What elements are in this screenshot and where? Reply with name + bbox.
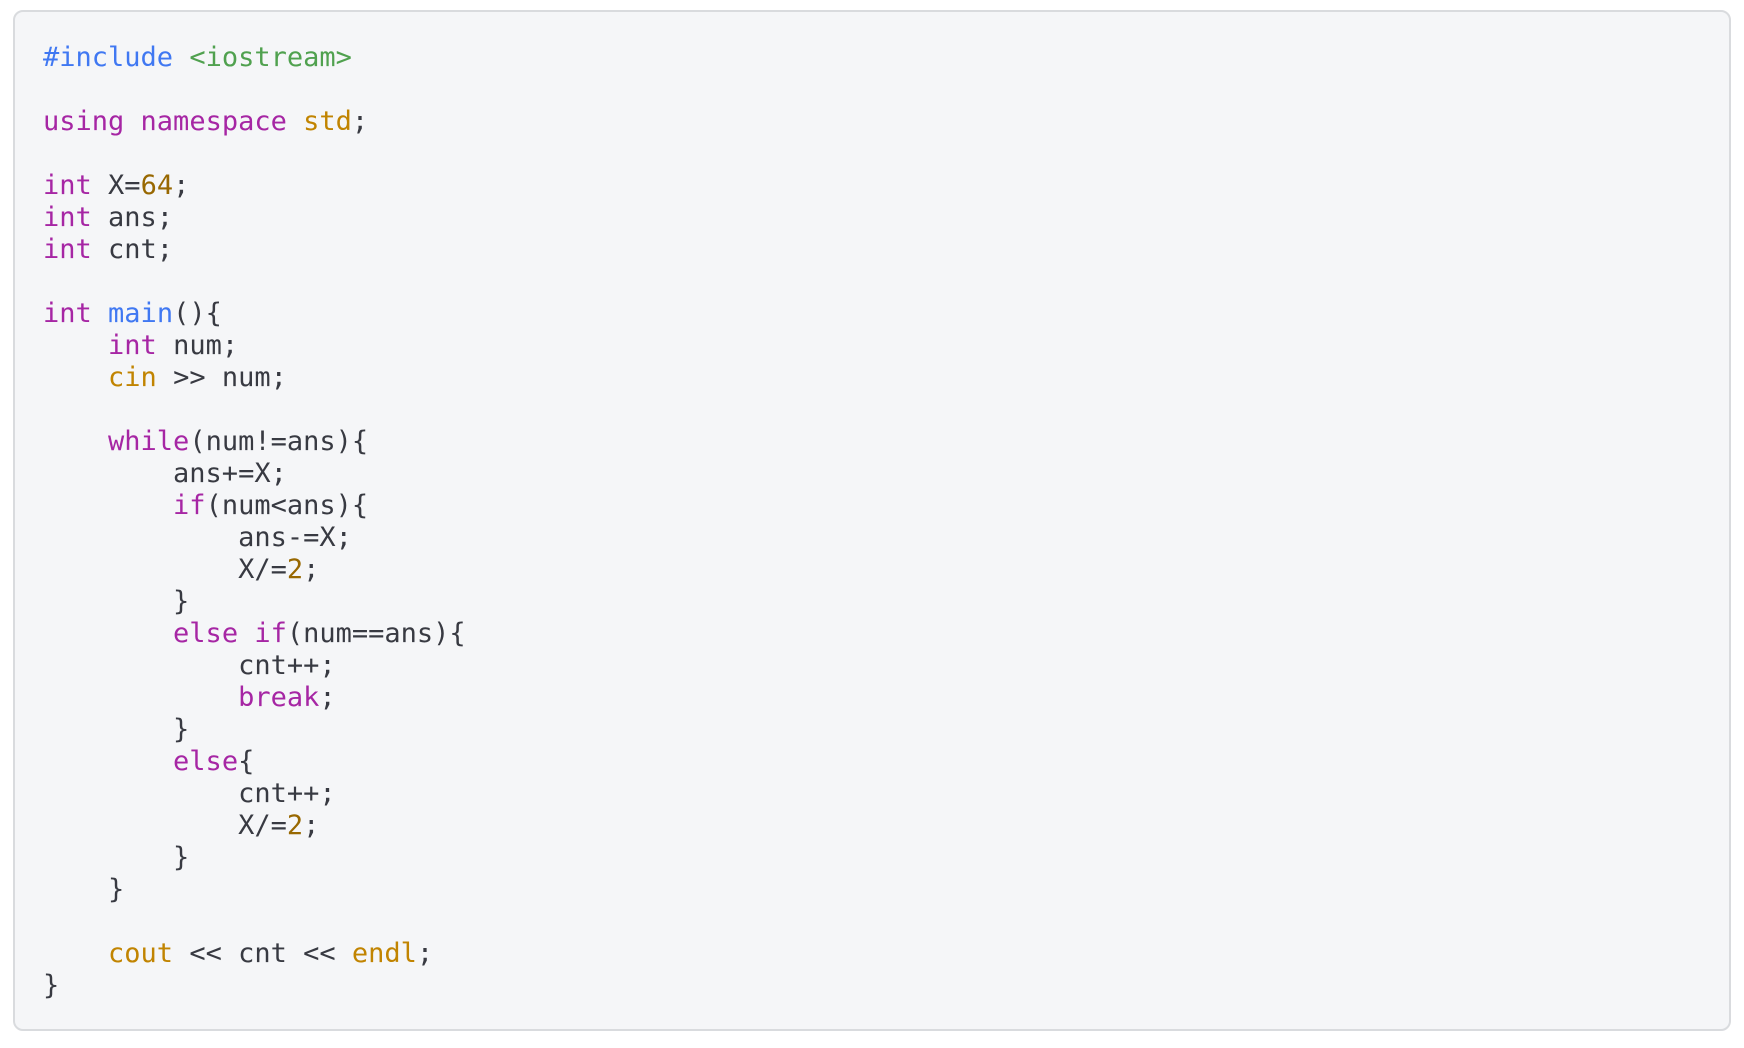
code-token-number: 64	[140, 170, 174, 201]
code-token-function: main	[108, 298, 174, 329]
code-line: using namespace std;	[43, 106, 1701, 138]
code-token-plain: ans-=X;	[43, 522, 352, 553]
code-token-plain: cnt++;	[43, 650, 336, 681]
code-token-plain: }	[43, 970, 60, 1001]
code-token-plain	[43, 938, 108, 969]
code-token-keyword: int	[43, 170, 92, 201]
code-token-plain: }	[43, 874, 125, 905]
code-token-string: <iostream>	[189, 42, 352, 73]
code-line: }	[43, 842, 1701, 874]
code-token-plain: (num!=ans){	[189, 426, 369, 457]
code-token-builtin: endl	[351, 938, 417, 969]
code-token-builtin: std	[303, 106, 352, 137]
code-token-plain	[43, 362, 108, 393]
code-token-meta: #include	[43, 42, 174, 73]
code-token-plain: ;	[319, 682, 336, 713]
code-token-number: 2	[286, 810, 304, 841]
code-line: int X=64;	[43, 170, 1701, 202]
code-line: break;	[43, 682, 1701, 714]
code-line: if(num<ans){	[43, 490, 1701, 522]
code-line: X/=2;	[43, 810, 1701, 842]
code-token-plain	[43, 330, 108, 361]
code-line: else if(num==ans){	[43, 618, 1701, 650]
code-token-plain	[92, 298, 108, 329]
code-token-plain: << cnt <<	[173, 938, 352, 969]
code-token-plain: }	[43, 586, 190, 617]
code-token-plain	[238, 618, 254, 649]
code-token-builtin: cin	[108, 362, 157, 393]
code-line: cnt++;	[43, 778, 1701, 810]
code-token-plain: ;	[303, 810, 320, 841]
code-line: #include <iostream>	[43, 42, 1701, 74]
code-token-keyword: int	[43, 202, 92, 233]
code-token-plain: ;	[416, 938, 434, 969]
code-line: ans-=X;	[43, 522, 1701, 554]
code-line: while(num!=ans){	[43, 426, 1701, 458]
code-token-plain: cnt++;	[43, 778, 336, 809]
code-token-plain: }	[43, 842, 190, 873]
code-token-plain: (num<ans){	[205, 490, 369, 521]
code-line	[43, 906, 1701, 938]
code-token-plain: {	[238, 746, 255, 777]
code-line: }	[43, 874, 1701, 906]
code-token-plain: num;	[156, 330, 239, 361]
code-line	[43, 138, 1701, 170]
code-token-number: 2	[286, 554, 304, 585]
code-token-plain: }	[43, 714, 190, 745]
code-token-plain: ans;	[91, 202, 174, 233]
code-content: #include <iostream> using namespace std;…	[43, 42, 1701, 1002]
code-token-keyword: break	[238, 682, 320, 713]
code-token-plain	[124, 106, 140, 137]
code-line: X/=2;	[43, 554, 1701, 586]
code-token-builtin: cout	[108, 938, 174, 969]
code-token-keyword: using	[43, 106, 125, 137]
code-line	[43, 394, 1701, 426]
code-line: cout << cnt << endl;	[43, 938, 1701, 970]
code-line: cin >> num;	[43, 362, 1701, 394]
code-line: else{	[43, 746, 1701, 778]
code-token-keyword: int	[108, 330, 157, 361]
code-token-plain: X/=	[43, 554, 287, 585]
code-token-plain	[43, 746, 173, 777]
code-block: #include <iostream> using namespace std;…	[13, 10, 1731, 1031]
code-token-keyword: if	[173, 490, 206, 521]
code-token-plain: ans+=X;	[43, 458, 287, 489]
code-token-keyword: else	[173, 618, 239, 649]
code-token-keyword: namespace	[140, 106, 287, 137]
code-line: int cnt;	[43, 234, 1701, 266]
code-token-plain: X/=	[43, 810, 287, 841]
code-token-plain	[43, 682, 238, 713]
code-token-plain	[43, 618, 173, 649]
code-token-plain: cnt;	[91, 234, 174, 265]
code-token-plain: (num==ans){	[286, 618, 466, 649]
code-token-keyword: else	[173, 746, 239, 777]
code-token-plain	[173, 42, 189, 73]
code-token-plain: ;	[303, 554, 320, 585]
code-token-plain	[287, 106, 303, 137]
code-token-keyword: int	[43, 234, 92, 265]
code-line: }	[43, 714, 1701, 746]
code-token-plain: (){	[173, 298, 222, 329]
code-line: }	[43, 586, 1701, 618]
code-line: }	[43, 970, 1701, 1002]
code-token-plain	[43, 426, 108, 457]
code-token-keyword: int	[43, 298, 92, 329]
code-line: int main(){	[43, 298, 1701, 330]
code-line: int num;	[43, 330, 1701, 362]
code-token-plain	[43, 490, 173, 521]
code-token-plain: X=	[91, 170, 141, 201]
code-line: cnt++;	[43, 650, 1701, 682]
code-token-plain: >> num;	[156, 362, 287, 393]
code-token-keyword: while	[108, 426, 190, 457]
code-line: ans+=X;	[43, 458, 1701, 490]
code-token-keyword: if	[254, 618, 287, 649]
code-token-plain: ;	[351, 106, 369, 137]
code-line	[43, 266, 1701, 298]
code-token-plain: ;	[173, 170, 190, 201]
code-line: int ans;	[43, 202, 1701, 234]
code-line	[43, 74, 1701, 106]
